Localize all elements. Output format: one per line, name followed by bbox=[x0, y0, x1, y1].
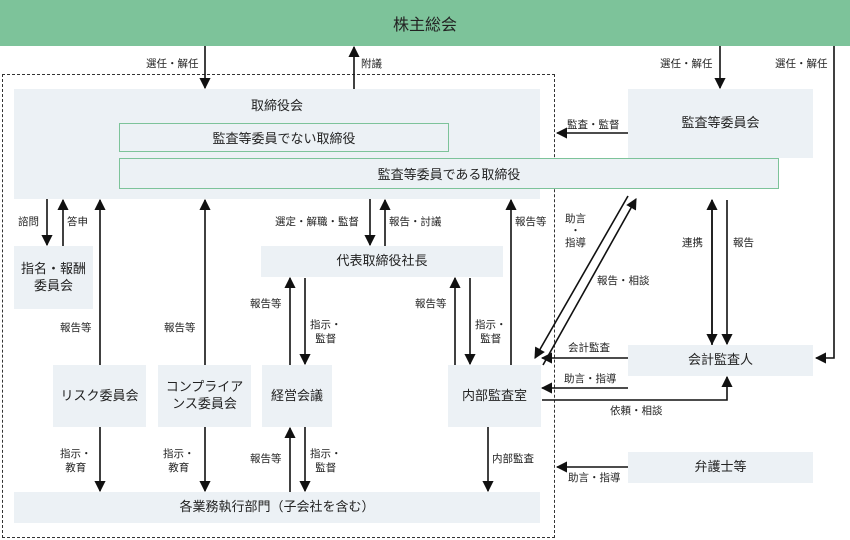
elect-auditor-arrow bbox=[814, 46, 835, 364]
nomination-committee: 指名・報酬 委員会 bbox=[14, 246, 93, 309]
accounting-auditor: 会計監査人 bbox=[628, 345, 813, 376]
label-consult: 諮問 bbox=[18, 216, 39, 228]
label-attach: 附議 bbox=[361, 58, 382, 70]
management-meeting: 経営会議 bbox=[262, 365, 332, 427]
label-report-etc-mgmt: 報告等 bbox=[250, 298, 282, 310]
label-instr-supervise-mgmt: 指示・ 監督 bbox=[310, 319, 342, 345]
non-audit-directors: 監査等委員でない取締役 bbox=[119, 123, 449, 152]
label-reply: 答申 bbox=[67, 216, 88, 228]
board-title: 取締役会 bbox=[250, 99, 303, 114]
label-internal-audit: 内部監査 bbox=[492, 453, 534, 465]
label-instr-supervise-bus: 指示・ 監督 bbox=[310, 448, 342, 474]
risk-committee: リスク委員会 bbox=[53, 365, 146, 427]
advice-diag-arrow bbox=[534, 195, 629, 359]
shareholders-meeting: 株主総会 bbox=[0, 0, 850, 46]
report-consult-diag-arrow bbox=[542, 198, 637, 366]
label-report-etc-ia: 報告等 bbox=[515, 216, 547, 228]
label-instr-edu-comp: 指示・ 教育 bbox=[163, 448, 195, 474]
label-advice-guide-v: 助言 ・ 指導 bbox=[565, 213, 586, 249]
label-report-consult: 報告・相談 bbox=[597, 275, 650, 287]
label-elect1: 選任・解任 bbox=[146, 58, 199, 70]
label-instr-edu-risk: 指示・ 教育 bbox=[60, 448, 92, 474]
label-liaison: 連携 bbox=[682, 237, 703, 249]
lawyer-box: 弁護士等 bbox=[628, 452, 813, 483]
company-boundary bbox=[2, 74, 555, 538]
label-report-discuss: 報告・討議 bbox=[389, 216, 442, 228]
label-accounting-audit: 会計監査 bbox=[568, 342, 610, 354]
label-elect3: 選任・解任 bbox=[775, 58, 828, 70]
label-report-etc-bus: 報告等 bbox=[250, 453, 282, 465]
label-instr-supervise-ia: 指示・ 監督 bbox=[475, 319, 507, 345]
audit-directors: 監査等委員である取締役 bbox=[119, 158, 779, 189]
label-advice-guide-lawyer: 助言・指導 bbox=[568, 472, 621, 484]
label-elect2: 選任・解任 bbox=[660, 58, 713, 70]
compliance-committee: コンプライア ンス委員会 bbox=[158, 365, 251, 427]
label-report-etc-comp: 報告等 bbox=[164, 322, 196, 334]
label-report: 報告 bbox=[733, 237, 754, 249]
ceo-box: 代表取締役社長 bbox=[261, 246, 503, 277]
business-divisions: 各業務執行部門（子会社を含む） bbox=[14, 492, 540, 523]
label-advice-guide-h: 助言・指導 bbox=[564, 373, 617, 385]
label-request-consult: 依頼・相談 bbox=[610, 405, 663, 417]
label-audit-supervise: 監査・監督 bbox=[567, 119, 620, 131]
internal-audit-office: 内部監査室 bbox=[448, 365, 541, 427]
label-appoint: 選定・解職・監督 bbox=[275, 216, 359, 228]
label-report-etc-nom: 報告等 bbox=[60, 322, 92, 334]
request-consult-arrow bbox=[542, 375, 733, 401]
label-report-etc-ceo-ia: 報告等 bbox=[415, 298, 447, 310]
audit-committee: 監査等委員会 bbox=[628, 89, 813, 158]
